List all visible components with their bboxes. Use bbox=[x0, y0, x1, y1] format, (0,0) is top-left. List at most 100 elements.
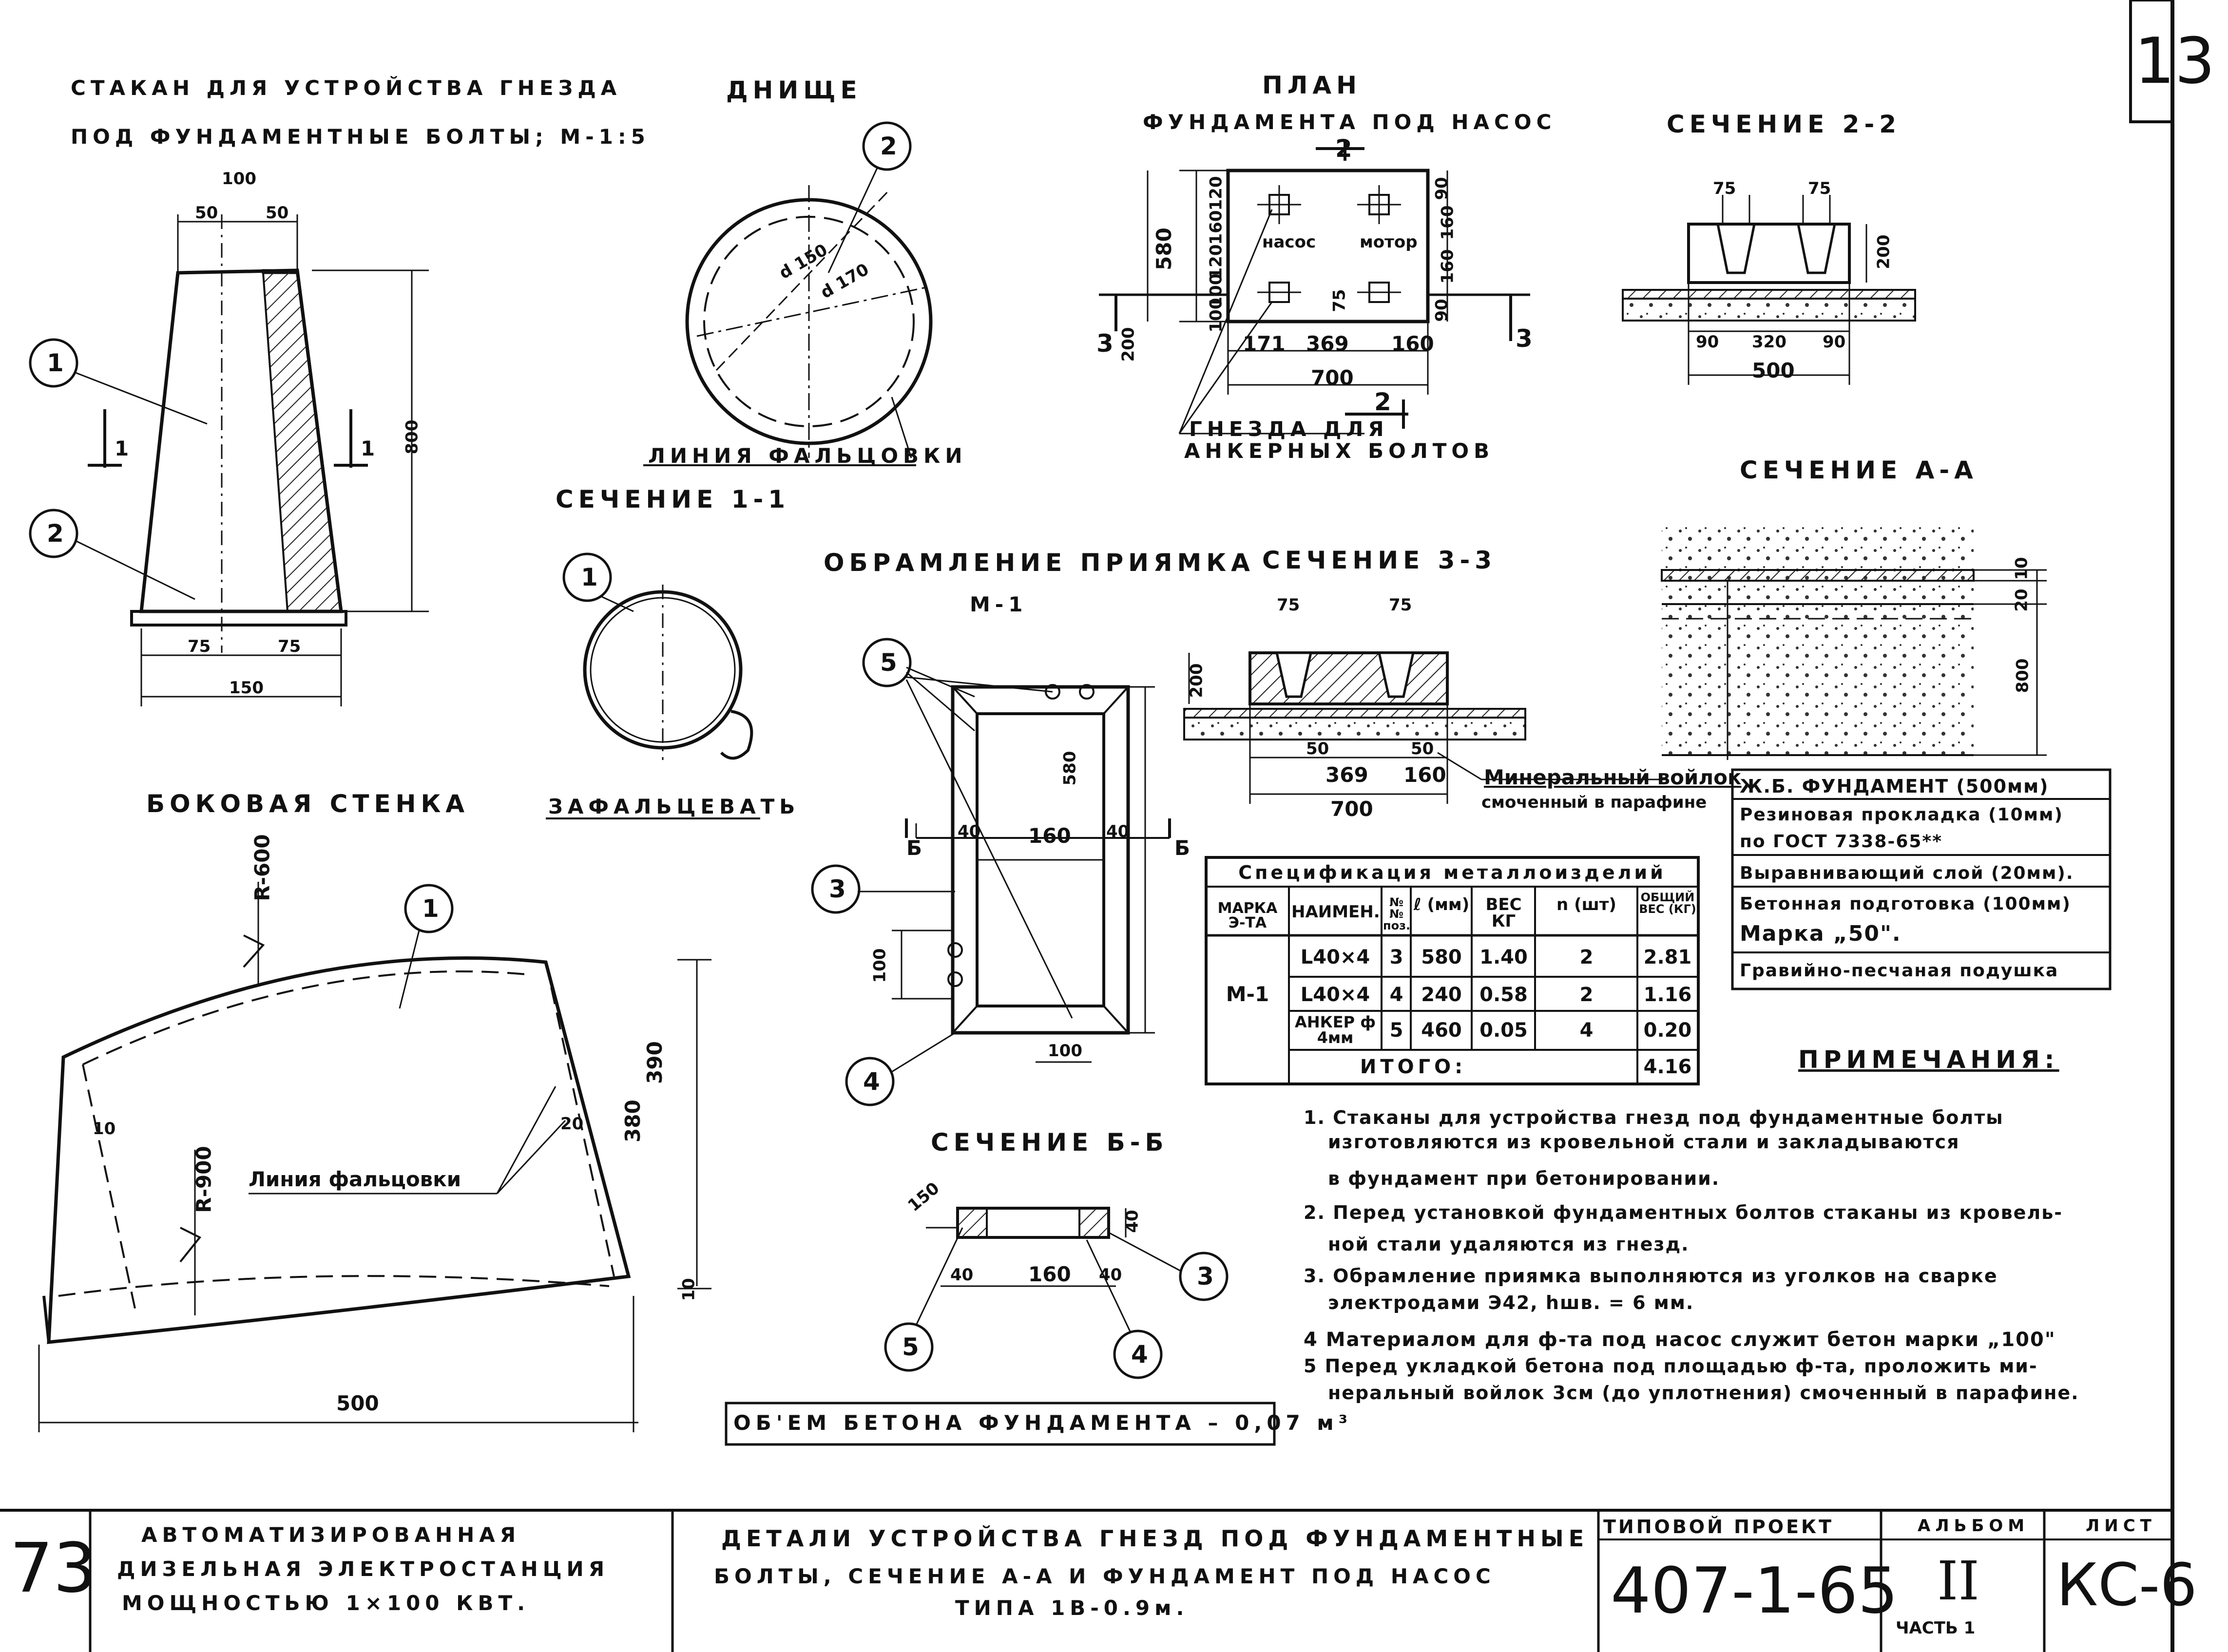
spec-header-weight: ВЕС КГ bbox=[1485, 895, 1522, 931]
dim-label: 100 bbox=[1206, 298, 1226, 333]
dim-label: 75 bbox=[1277, 595, 1300, 615]
typical-label: ТИПОВОЙ ПРОЕКТ bbox=[1603, 1516, 1834, 1538]
dim-label: 40 bbox=[1122, 1210, 1142, 1233]
felt-label: смоченный в парафине bbox=[1481, 793, 1707, 812]
legend-layer: Выравнивающий слой (20мм). bbox=[1740, 863, 2074, 883]
dim-label: 10 bbox=[93, 1119, 116, 1139]
dim-label: 75 bbox=[1329, 289, 1349, 312]
desc-line2: БОЛТЫ, СЕЧЕНИЕ А-А И ФУНДАМЕНТ ПОД НАСОС bbox=[714, 1564, 1496, 1588]
note-line: в фундамент при бетонировании. bbox=[1328, 1168, 1720, 1189]
dim-label: 20 bbox=[560, 1114, 584, 1134]
plan-title1: ПЛАН bbox=[1262, 71, 1362, 99]
dim-label: 75 bbox=[278, 637, 301, 656]
section-mark: 2 bbox=[1374, 388, 1391, 416]
dim-label: 10 bbox=[679, 1278, 699, 1301]
note-line: 1. Стаканы для устройства гнезд под фунд… bbox=[1304, 1107, 2004, 1128]
callout-number: 3 bbox=[829, 875, 846, 903]
stakan-base bbox=[130, 610, 347, 627]
bokovaya-outline bbox=[47, 956, 631, 1344]
dim-label: 580 bbox=[1152, 228, 1176, 270]
plan-caption: ГНЕЗДА ДЛЯ bbox=[1189, 417, 1389, 441]
sheet-label: ЛИСТ bbox=[2086, 1516, 2156, 1536]
spec-row1-length: 580 bbox=[1421, 946, 1462, 968]
dim-label: 40 bbox=[1106, 822, 1130, 841]
spec-row2-pos: 4 bbox=[1389, 984, 1403, 1006]
project-line1: АВТОМАТИЗИРОВАННАЯ bbox=[141, 1523, 521, 1547]
dim-label: 40 bbox=[950, 1265, 974, 1285]
album-label: АЛЬБОМ bbox=[1918, 1516, 2030, 1536]
dim-label: 90 bbox=[1696, 332, 1719, 352]
spec-row1-count: 2 bbox=[1579, 946, 1594, 968]
section-mark: 1 bbox=[361, 437, 375, 460]
plan-title2: ФУНДАМЕНТА ПОД НАСОС bbox=[1143, 110, 1556, 134]
sheet-mark: 13 bbox=[2134, 24, 2215, 98]
spec-row2-total: 1.16 bbox=[1643, 984, 1692, 1006]
layer-legend-frame bbox=[1731, 768, 2112, 990]
spec-header-count: n (шт) bbox=[1556, 895, 1616, 914]
obramlenie-title2: М-1 bbox=[970, 592, 1028, 616]
dim-label: 200 bbox=[1874, 234, 1894, 269]
plan-caption: АНКЕРНЫХ БОЛТОВ bbox=[1184, 439, 1495, 463]
dim-label: 100 bbox=[222, 169, 256, 189]
callout-number: 1 bbox=[581, 563, 598, 591]
dim-label: 160 bbox=[1206, 210, 1226, 245]
spec-row1-name: L40×4 bbox=[1300, 946, 1370, 968]
obramlenie-title1: ОБРАМЛЕНИЕ ПРИЯМКА bbox=[824, 549, 1255, 577]
callout-number: 5 bbox=[880, 648, 897, 677]
section-mark: 1 bbox=[115, 437, 129, 460]
spec-row2-name: L40×4 bbox=[1300, 984, 1370, 1006]
dim-label: 90 bbox=[1432, 299, 1452, 322]
sectionAA-title: СЕЧЕНИЕ А-А bbox=[1740, 456, 1978, 484]
dim-label: 75 bbox=[188, 637, 211, 656]
spec-row3-length: 460 bbox=[1421, 1019, 1462, 1042]
note-line: электродами Э42, hшв. = 6 мм. bbox=[1328, 1292, 1694, 1313]
desc-line1: ДЕТАЛИ УСТРОЙСТВА ГНЕЗД ПОД ФУНДАМЕНТНЫЕ bbox=[721, 1525, 1589, 1552]
dim-label: 40 bbox=[1099, 1265, 1122, 1285]
spec-header-total: ОБЩИЙ ВЕС (КГ) bbox=[1639, 891, 1696, 916]
legend-layer: Резиновая прокладка (10мм) bbox=[1740, 805, 2063, 825]
spec-table-frame bbox=[1205, 856, 1700, 1085]
spec-row1-pos: 3 bbox=[1389, 946, 1403, 968]
dim-label: 700 bbox=[1311, 366, 1354, 390]
dnishche-caption: ЛИНИЯ ФАЛЬЦОВКИ bbox=[648, 444, 967, 468]
dim-label: 50 bbox=[1306, 739, 1329, 759]
callout-number: 4 bbox=[863, 1067, 880, 1096]
concrete-volume-box bbox=[725, 1402, 1276, 1446]
callout-number: 4 bbox=[1131, 1340, 1148, 1368]
project-line2: ДИЗЕЛЬНАЯ ЭЛЕКТРОСТАНЦИЯ bbox=[117, 1557, 610, 1581]
callout-circle-2 bbox=[29, 509, 78, 558]
section-mark: Б bbox=[1174, 836, 1191, 860]
dim-label: 800 bbox=[402, 419, 422, 455]
bokovaya-caption: Линия фальцовки bbox=[249, 1167, 461, 1191]
dim-label: 200 bbox=[1118, 327, 1138, 362]
dim-label: 120 bbox=[1206, 176, 1226, 211]
dim-label: 160 bbox=[1028, 824, 1071, 848]
note-line: ной стали удаляются из гнезд. bbox=[1328, 1234, 1690, 1255]
callout-number: 2 bbox=[880, 132, 897, 160]
spec-header-pos: №№ поз. bbox=[1383, 895, 1411, 932]
note-line: 4 Материалом для ф-та под насос служит б… bbox=[1304, 1329, 2056, 1351]
spec-table-title: Спецификация металлоизделий bbox=[1238, 862, 1666, 883]
desc-line3: ТИПА 1В-0.9м. bbox=[955, 1596, 1189, 1620]
plan-foundation-outline bbox=[1226, 169, 1430, 323]
obramlenie-frame bbox=[951, 685, 1130, 1035]
dim-label: 75 bbox=[1808, 179, 1831, 198]
notes-title: ПРИМЕЧАНИЯ: bbox=[1798, 1045, 2059, 1074]
dim-label: 150 bbox=[229, 678, 264, 698]
callout-number: 2 bbox=[47, 519, 64, 548]
section22-title: СЕЧЕНИЕ 2-2 bbox=[1667, 110, 1901, 138]
section-mark: 2 bbox=[1335, 134, 1352, 163]
dim-label: 160 bbox=[1028, 1262, 1071, 1286]
radius-label: R-600 bbox=[250, 834, 274, 901]
spec-row2-weight: 0.58 bbox=[1479, 984, 1528, 1006]
callout-number: 5 bbox=[902, 1333, 919, 1361]
dim-label: 90 bbox=[1432, 177, 1452, 200]
dim-label: 369 bbox=[1306, 332, 1349, 356]
legend-layer: Гравийно-песчаная подушка bbox=[1740, 961, 2059, 981]
note-line: 5 Перед укладкой бетона под площадью ф-т… bbox=[1304, 1355, 2038, 1377]
dim-label: 90 bbox=[1823, 332, 1846, 352]
concrete-volume-text: ОБ'ЕМ БЕТОНА ФУНДАМЕНТА – 0,07 м³ bbox=[733, 1411, 1353, 1435]
dim-label: 580 bbox=[1060, 751, 1080, 786]
callout-number: 1 bbox=[422, 894, 439, 923]
spec-row3-weight: 0.05 bbox=[1479, 1019, 1528, 1042]
